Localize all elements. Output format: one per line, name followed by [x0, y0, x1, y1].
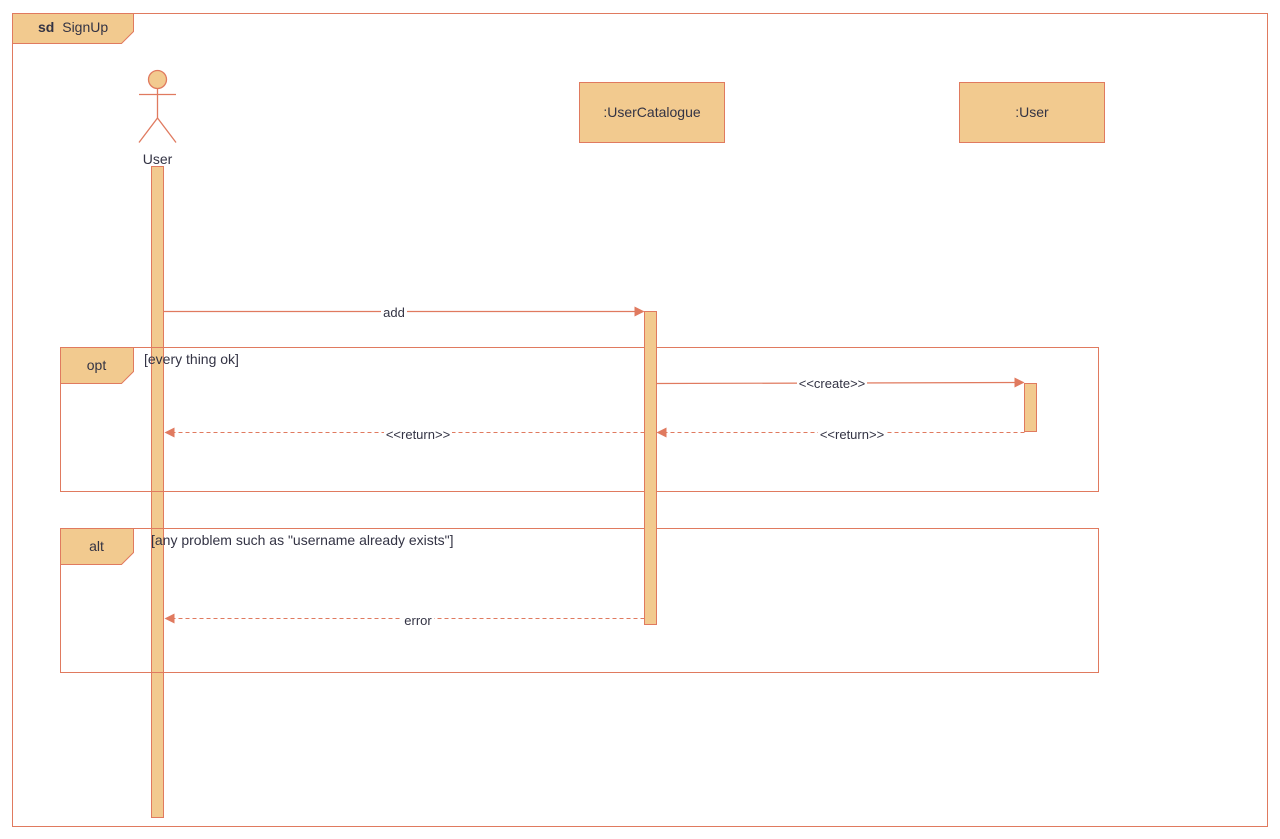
- alt-fragment: [60, 528, 1099, 673]
- alt-fragment-tab: [60, 528, 134, 565]
- sd-frame: [12, 13, 1268, 827]
- lifeline-head-usercatalogue[interactable]: [579, 82, 725, 143]
- stick-figure-icon[interactable]: [138, 69, 177, 143]
- message-add-label: add: [383, 305, 405, 320]
- lifeline-head-user[interactable]: [959, 82, 1105, 143]
- sd-name: SignUp: [62, 19, 108, 35]
- opt-fragment: [60, 347, 1099, 492]
- lifeline-label-usercatalogue: :UserCatalogue: [603, 104, 700, 120]
- opt-fragment-tab: [60, 347, 134, 384]
- message-error-label-bg: [402, 612, 434, 627]
- activation-bar-usercatalogue: [644, 311, 657, 625]
- sd-frame-tab: [12, 13, 134, 44]
- sd-frame-title: sd SignUp: [38, 19, 108, 35]
- alt-guard: [any problem such as "username already e…: [151, 532, 454, 548]
- actor-label: User: [143, 151, 173, 167]
- message-add-label-bg: [381, 304, 407, 319]
- message-return-user-label-bg: [818, 426, 886, 441]
- opt-operator: opt: [87, 357, 107, 373]
- activation-bar-user: [1024, 383, 1037, 432]
- message-return-user-label: <<return>>: [820, 427, 884, 442]
- lifeline-label-user: :User: [1015, 104, 1049, 120]
- alt-operator: alt: [89, 538, 104, 554]
- opt-guard: [every thing ok]: [144, 351, 239, 367]
- message-return-catalogue-label: <<return>>: [386, 427, 450, 442]
- message-error-label: error: [404, 613, 432, 628]
- sd-keyword: sd: [38, 19, 54, 35]
- message-create-label: <<create>>: [799, 376, 866, 391]
- message-return-catalogue-label-bg: [384, 426, 452, 441]
- message-create-label-bg: [797, 375, 867, 390]
